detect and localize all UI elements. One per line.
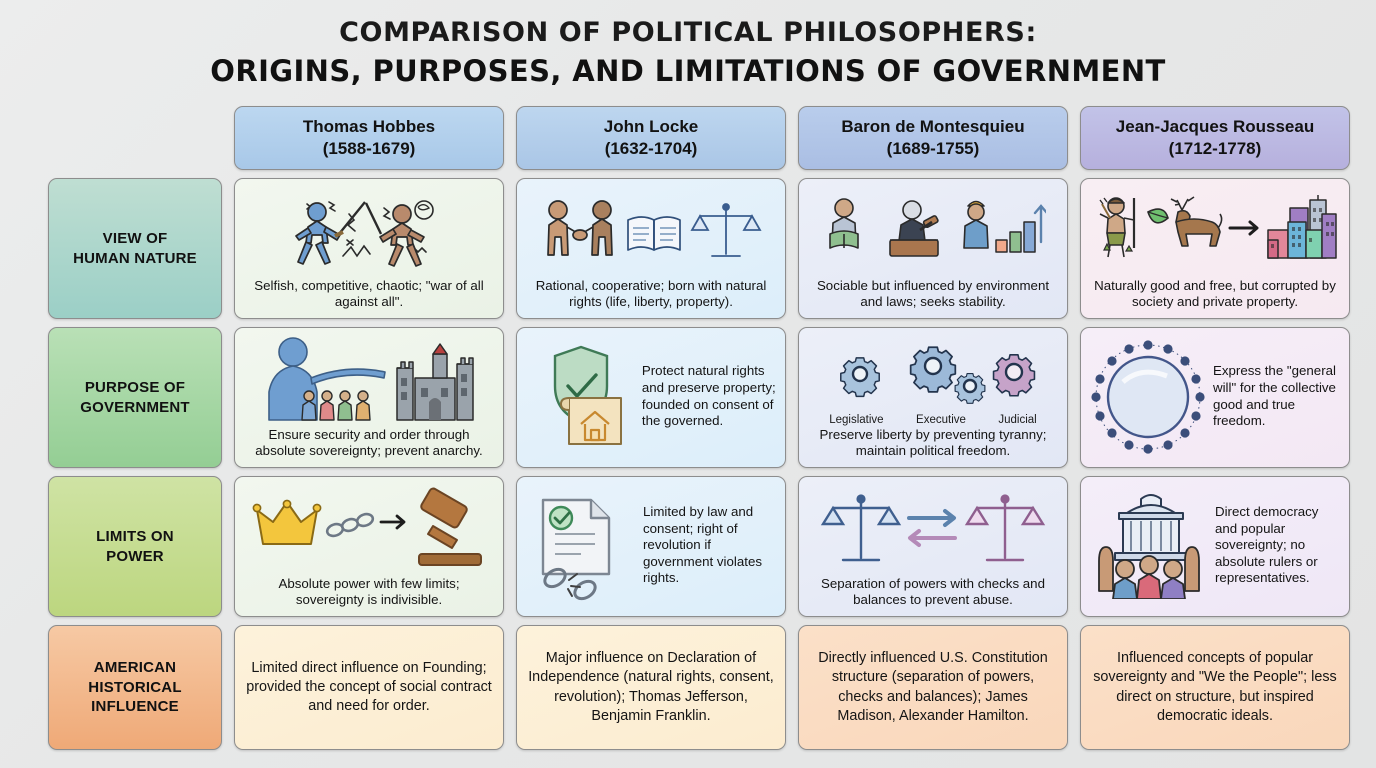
philosopher-name: Jean-Jacques Rousseau bbox=[1115, 117, 1315, 137]
philosopher-dates: (1689-1755) bbox=[886, 139, 980, 158]
column-header-montesquieu: Baron de Montesquieu (1689-1755) bbox=[798, 106, 1068, 170]
cell-caption: Sociable but influenced by environment a… bbox=[816, 277, 1050, 310]
illustration-shield-deed-house bbox=[525, 333, 636, 461]
row-label-line-1: AMERICAN bbox=[93, 659, 177, 677]
illustration-handshake-book-scales bbox=[525, 184, 777, 278]
row-header-purpose-of-government: PURPOSE OF GOVERNMENT bbox=[48, 327, 222, 468]
title-line-2: Origins, Purposes, and Limitations of Go… bbox=[210, 53, 1166, 88]
cell-caption: Protect natural rights and preserve prop… bbox=[641, 363, 776, 429]
gear-label-executive: Executive bbox=[916, 413, 966, 426]
cell-purpose-locke: Protect natural rights and preserve prop… bbox=[516, 327, 786, 468]
cell-human-nature-hobbes: Selfish, competitive, chaotic; "war of a… bbox=[234, 178, 504, 319]
cell-caption: Preserve liberty by preventing tyranny; … bbox=[819, 426, 1047, 459]
gear-label-judicial: Judicial bbox=[998, 413, 1037, 426]
philosopher-dates: (1588-1679) bbox=[322, 139, 416, 158]
cell-caption: Separation of powers with checks and bal… bbox=[821, 575, 1045, 608]
cell-limits-rousseau: Direct democracy and popular sovereignty… bbox=[1080, 476, 1350, 617]
corner-spacer bbox=[48, 106, 222, 170]
row-label-line-2: HISTORICAL bbox=[88, 678, 182, 696]
illustration-leviathan-over-city bbox=[243, 333, 495, 427]
cell-caption: Express the "general will" for the colle… bbox=[1213, 363, 1336, 429]
cell-caption: Selfish, competitive, chaotic; "war of a… bbox=[254, 277, 484, 310]
row-label-line-1: LIMITS ON bbox=[96, 528, 174, 545]
cell-influence-rousseau: Influenced concepts of popular sovereign… bbox=[1080, 625, 1350, 750]
illustration-nature-to-city bbox=[1089, 184, 1341, 278]
cell-purpose-montesquieu: Legislative Executive Judicial Preserve … bbox=[798, 327, 1068, 468]
illustration-three-gears bbox=[807, 333, 1059, 414]
philosopher-dates: (1712-1778) bbox=[1168, 139, 1262, 158]
cell-caption: Naturally good and free, but corrupted b… bbox=[1094, 277, 1336, 310]
illustration-scales-with-exchange-arrows bbox=[807, 482, 1059, 576]
column-header-locke: John Locke (1632-1704) bbox=[516, 106, 786, 170]
cell-influence-locke: Major influence on Declaration of Indepe… bbox=[516, 625, 786, 750]
row-label-line-2: POWER bbox=[106, 547, 164, 565]
cell-influence-hobbes: Limited direct influence on Founding; pr… bbox=[234, 625, 504, 750]
illustration-crown-chain-gavel bbox=[243, 482, 495, 576]
row-label-line-1: VIEW OF bbox=[102, 230, 168, 247]
gear-label-legislative: Legislative bbox=[829, 413, 884, 426]
column-header-rousseau: Jean-Jacques Rousseau (1712-1778) bbox=[1080, 106, 1350, 170]
column-header-hobbes: Thomas Hobbes (1588-1679) bbox=[234, 106, 504, 170]
cell-human-nature-montesquieu: Sociable but influenced by environment a… bbox=[798, 178, 1068, 319]
comparison-table: Thomas Hobbes (1588-1679) John Locke (16… bbox=[48, 106, 1350, 750]
philosopher-name: John Locke bbox=[603, 117, 699, 137]
row-header-limits-on-power: LIMITS ON POWER bbox=[48, 476, 222, 617]
row-header-view-of-human-nature: VIEW OF HUMAN NATURE bbox=[48, 178, 222, 319]
row-label-line-2: HUMAN NATURE bbox=[73, 249, 197, 267]
cell-limits-montesquieu: Separation of powers with checks and bal… bbox=[798, 476, 1068, 617]
cell-human-nature-rousseau: Naturally good and free, but corrupted b… bbox=[1080, 178, 1350, 319]
cell-purpose-rousseau: Express the "general will" for the colle… bbox=[1080, 327, 1350, 468]
title-line-1: Comparison of Political Philosophers: bbox=[339, 17, 1037, 48]
illustration-document-broken-chain bbox=[525, 482, 637, 610]
cell-human-nature-locke: Rational, cooperative; born with natural… bbox=[516, 178, 786, 319]
row-header-american-historical-influence: AMERICAN HISTORICAL INFLUENCE bbox=[48, 625, 222, 750]
illustration-capitol-with-raised-hands bbox=[1089, 482, 1209, 610]
row-label-line-3: INFLUENCE bbox=[91, 698, 179, 716]
cell-caption: Absolute power with few limits; sovereig… bbox=[278, 575, 460, 608]
cell-influence-montesquieu: Directly influenced U.S. Constitution st… bbox=[798, 625, 1068, 750]
philosopher-name: Baron de Montesquieu bbox=[841, 117, 1025, 137]
illustration-reader-judge-worker-chart bbox=[807, 184, 1059, 278]
cell-purpose-hobbes: Ensure security and order through absolu… bbox=[234, 327, 504, 468]
cell-caption: Rational, cooperative; born with natural… bbox=[535, 277, 767, 310]
page-title: Comparison of Political Philosophers: Or… bbox=[0, 0, 1376, 89]
illustration-general-will-circle bbox=[1089, 333, 1207, 461]
illustration-fighting-figures bbox=[243, 184, 495, 278]
cell-caption: Direct democracy and popular sovereignty… bbox=[1215, 503, 1319, 586]
row-label-line-2: GOVERNMENT bbox=[80, 398, 190, 416]
cell-limits-hobbes: Absolute power with few limits; sovereig… bbox=[234, 476, 504, 617]
cell-caption: Ensure security and order through absolu… bbox=[255, 426, 483, 459]
gear-labels: Legislative Executive Judicial bbox=[807, 414, 1059, 427]
philosopher-dates: (1632-1704) bbox=[604, 139, 698, 158]
cell-caption: Limited by law and consent; right of rev… bbox=[643, 503, 762, 586]
row-label-line-1: PURPOSE OF bbox=[84, 379, 186, 396]
philosopher-name: Thomas Hobbes bbox=[302, 117, 436, 137]
cell-limits-locke: Limited by law and consent; right of rev… bbox=[516, 476, 786, 617]
